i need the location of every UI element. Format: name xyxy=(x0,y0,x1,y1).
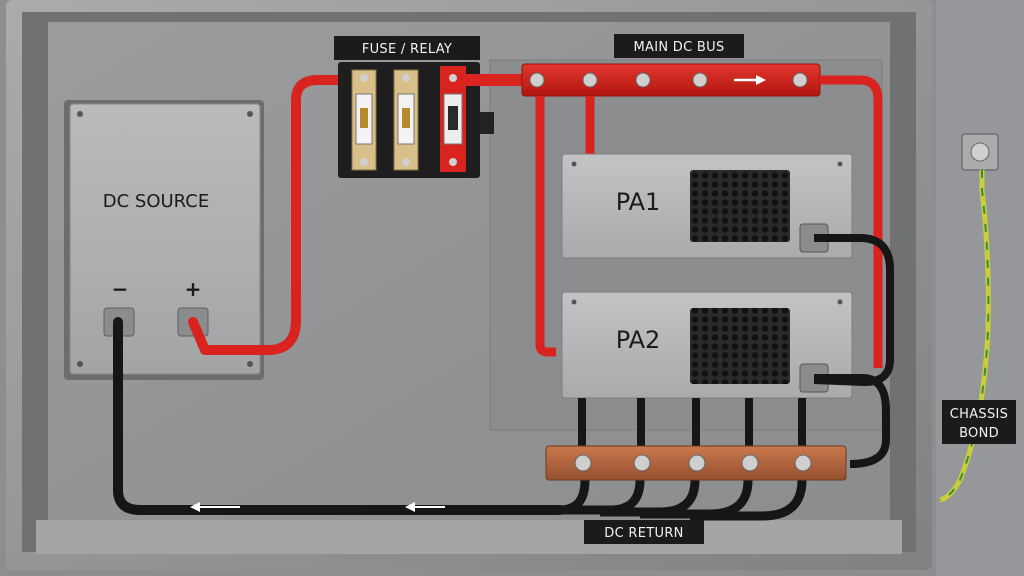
relay-to-bus-link xyxy=(466,74,526,86)
dc-source-label: DC SOURCE xyxy=(103,191,209,212)
main-dc-bus-label: MAIN DC BUS xyxy=(633,40,724,55)
side-wall xyxy=(936,0,1024,576)
pa2-unit: PA2 xyxy=(561,291,853,399)
bus-right-riser xyxy=(820,75,883,368)
dc-source-unit: DC SOURCE − + xyxy=(64,100,264,380)
dc-return-label: DC RETURN xyxy=(604,526,683,541)
bus-drop-pa2 xyxy=(535,96,556,357)
return-stub xyxy=(798,398,806,448)
arrow-left-icon xyxy=(405,502,445,512)
return-stub xyxy=(745,398,753,448)
return-stub xyxy=(692,398,700,448)
enclosure-bottom-lip xyxy=(36,520,902,554)
chassis-bond: CHASSIS BOND xyxy=(939,133,1016,503)
return-branch-5 xyxy=(690,479,807,521)
return-stub xyxy=(578,398,586,448)
pa2-label: PA2 xyxy=(616,326,661,354)
negative-return-cable xyxy=(113,317,565,515)
return-stub xyxy=(637,398,645,448)
negative-polarity-label: − xyxy=(112,277,129,301)
positive-feed-cable xyxy=(188,75,345,355)
chassis-bond-label-line1: CHASSIS xyxy=(950,407,1008,422)
fuse-relay-label: FUSE / RELAY xyxy=(362,42,452,57)
arrow-right-icon xyxy=(734,75,766,85)
pa2-return-cable xyxy=(814,374,890,468)
pa1-label: PA1 xyxy=(616,188,661,216)
chassis-bond-label-line2: BOND xyxy=(959,426,999,441)
arrow-left-icon xyxy=(190,502,240,512)
positive-polarity-label: + xyxy=(185,277,202,301)
ground-wire-stripe xyxy=(939,170,990,501)
dc-return-bar: DC RETURN xyxy=(545,445,847,544)
pa1-unit: PA1 xyxy=(561,153,853,259)
fuse-relay-block: FUSE / RELAY xyxy=(334,36,494,178)
main-dc-bus: MAIN DC BUS xyxy=(521,34,821,97)
